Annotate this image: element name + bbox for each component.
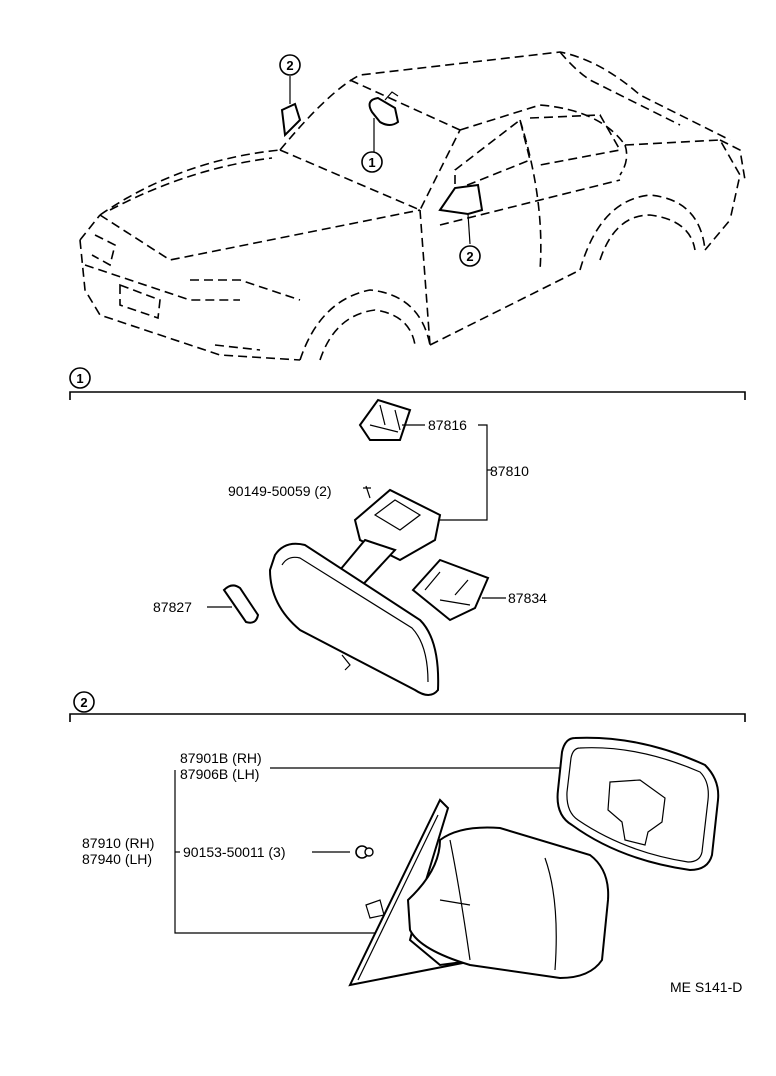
label-87827: 87827 xyxy=(153,599,192,615)
cover-87834 xyxy=(411,558,490,622)
label-87906b: 87906B (LH) xyxy=(180,766,259,782)
screw-90153 xyxy=(355,845,374,859)
svg-text:1: 1 xyxy=(76,371,83,386)
label-87810: 87810 xyxy=(490,463,529,479)
inner-rear-view-mirror xyxy=(268,488,442,696)
svg-text:2: 2 xyxy=(80,695,87,710)
label-87834: 87834 xyxy=(508,590,547,606)
svg-text:2: 2 xyxy=(466,249,473,264)
screw-90149 xyxy=(363,485,371,499)
section-2-divider xyxy=(69,713,746,722)
vehicle-outline xyxy=(79,51,746,361)
diagram-code: ME S141-D xyxy=(670,979,742,995)
inner-mirror-location xyxy=(368,91,400,126)
outer-mirror-assembly xyxy=(348,798,610,987)
section-1-marker xyxy=(69,367,91,389)
section-2: 2 87901B (RH) 87906B (LH) 87910 (RH) 879… xyxy=(69,691,746,987)
label-90153: 90153-50011 (3) xyxy=(183,844,285,860)
callout-2-top: 2 xyxy=(279,54,301,104)
section-1: 1 87816 87810 90149-50059 (2) xyxy=(69,367,746,696)
label-87901b: 87901B (RH) xyxy=(180,750,262,766)
leader-87810 xyxy=(435,424,488,521)
label-87816: 87816 xyxy=(428,417,467,433)
section-1-divider xyxy=(69,391,746,400)
label-87940: 87940 (LH) xyxy=(82,851,152,867)
bracket-87816 xyxy=(358,398,412,441)
label-87910: 87910 (RH) xyxy=(82,835,154,851)
leader-bracket xyxy=(174,770,375,934)
outer-mirror-glass xyxy=(556,736,720,872)
svg-text:2: 2 xyxy=(286,58,293,73)
callout-1-car: 1 xyxy=(361,118,383,173)
outer-mirror-location xyxy=(438,183,484,216)
callout-2-door: 2 xyxy=(459,213,481,267)
label-90149: 90149-50059 (2) xyxy=(228,483,332,499)
section-2-marker xyxy=(73,691,95,713)
pin-87827 xyxy=(222,584,260,624)
svg-text:1: 1 xyxy=(368,155,375,170)
left-mirror-location xyxy=(280,102,302,138)
